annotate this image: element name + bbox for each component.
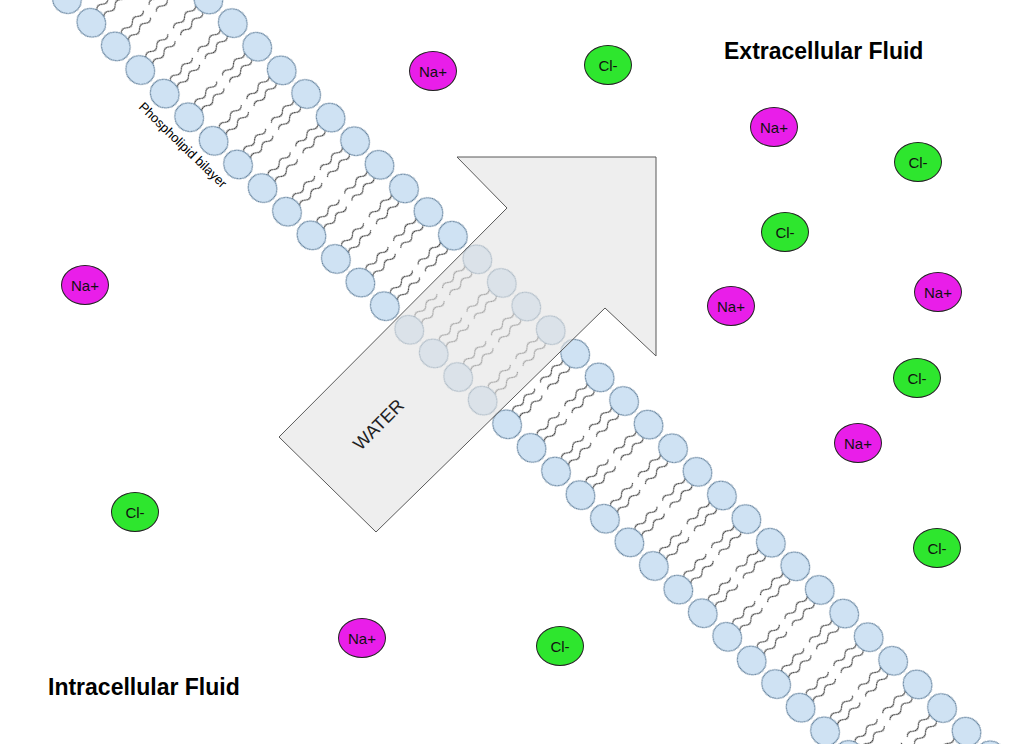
ion-label: Na+ (71, 277, 99, 294)
ion-label: Cl- (908, 154, 927, 171)
arrow-shape (279, 157, 656, 532)
ion-label: Cl- (125, 504, 144, 521)
sodium-ion: Na+ (750, 107, 798, 147)
sodium-ion: Na+ (707, 286, 755, 326)
arrow-outline (279, 157, 656, 532)
ion-label: Na+ (717, 298, 745, 315)
ion-label: Cl- (598, 57, 617, 74)
ion-label: Cl- (550, 638, 569, 655)
ion-label: Cl- (907, 370, 926, 387)
ion-label: Cl- (927, 540, 946, 557)
ion-label: Na+ (844, 435, 872, 452)
chloride-ion: Cl- (761, 212, 809, 252)
ion-label: Na+ (348, 630, 376, 647)
sodium-ion: Na+ (834, 423, 882, 463)
ion-label: Na+ (760, 119, 788, 136)
region-label: Extracellular Fluid (724, 38, 923, 65)
region-label: Intracellular Fluid (48, 674, 240, 701)
chloride-ion: Cl- (893, 358, 941, 398)
chloride-ion: Cl- (111, 492, 159, 532)
membrane-label: Phospholipid bilayer (136, 99, 230, 191)
sodium-ion: Na+ (338, 618, 386, 658)
sodium-ion: Na+ (61, 265, 109, 305)
chloride-ion: Cl- (536, 626, 584, 666)
ion-label: Na+ (924, 284, 952, 301)
chloride-ion: Cl- (584, 45, 632, 85)
chloride-ion: Cl- (913, 528, 961, 568)
water-arrow: WATER (279, 157, 656, 532)
ion-label: Na+ (419, 63, 447, 80)
chloride-ion: Cl- (894, 142, 942, 182)
ion-label: Cl- (775, 224, 794, 241)
sodium-ion: Na+ (409, 51, 457, 91)
sodium-ion: Na+ (914, 272, 962, 312)
